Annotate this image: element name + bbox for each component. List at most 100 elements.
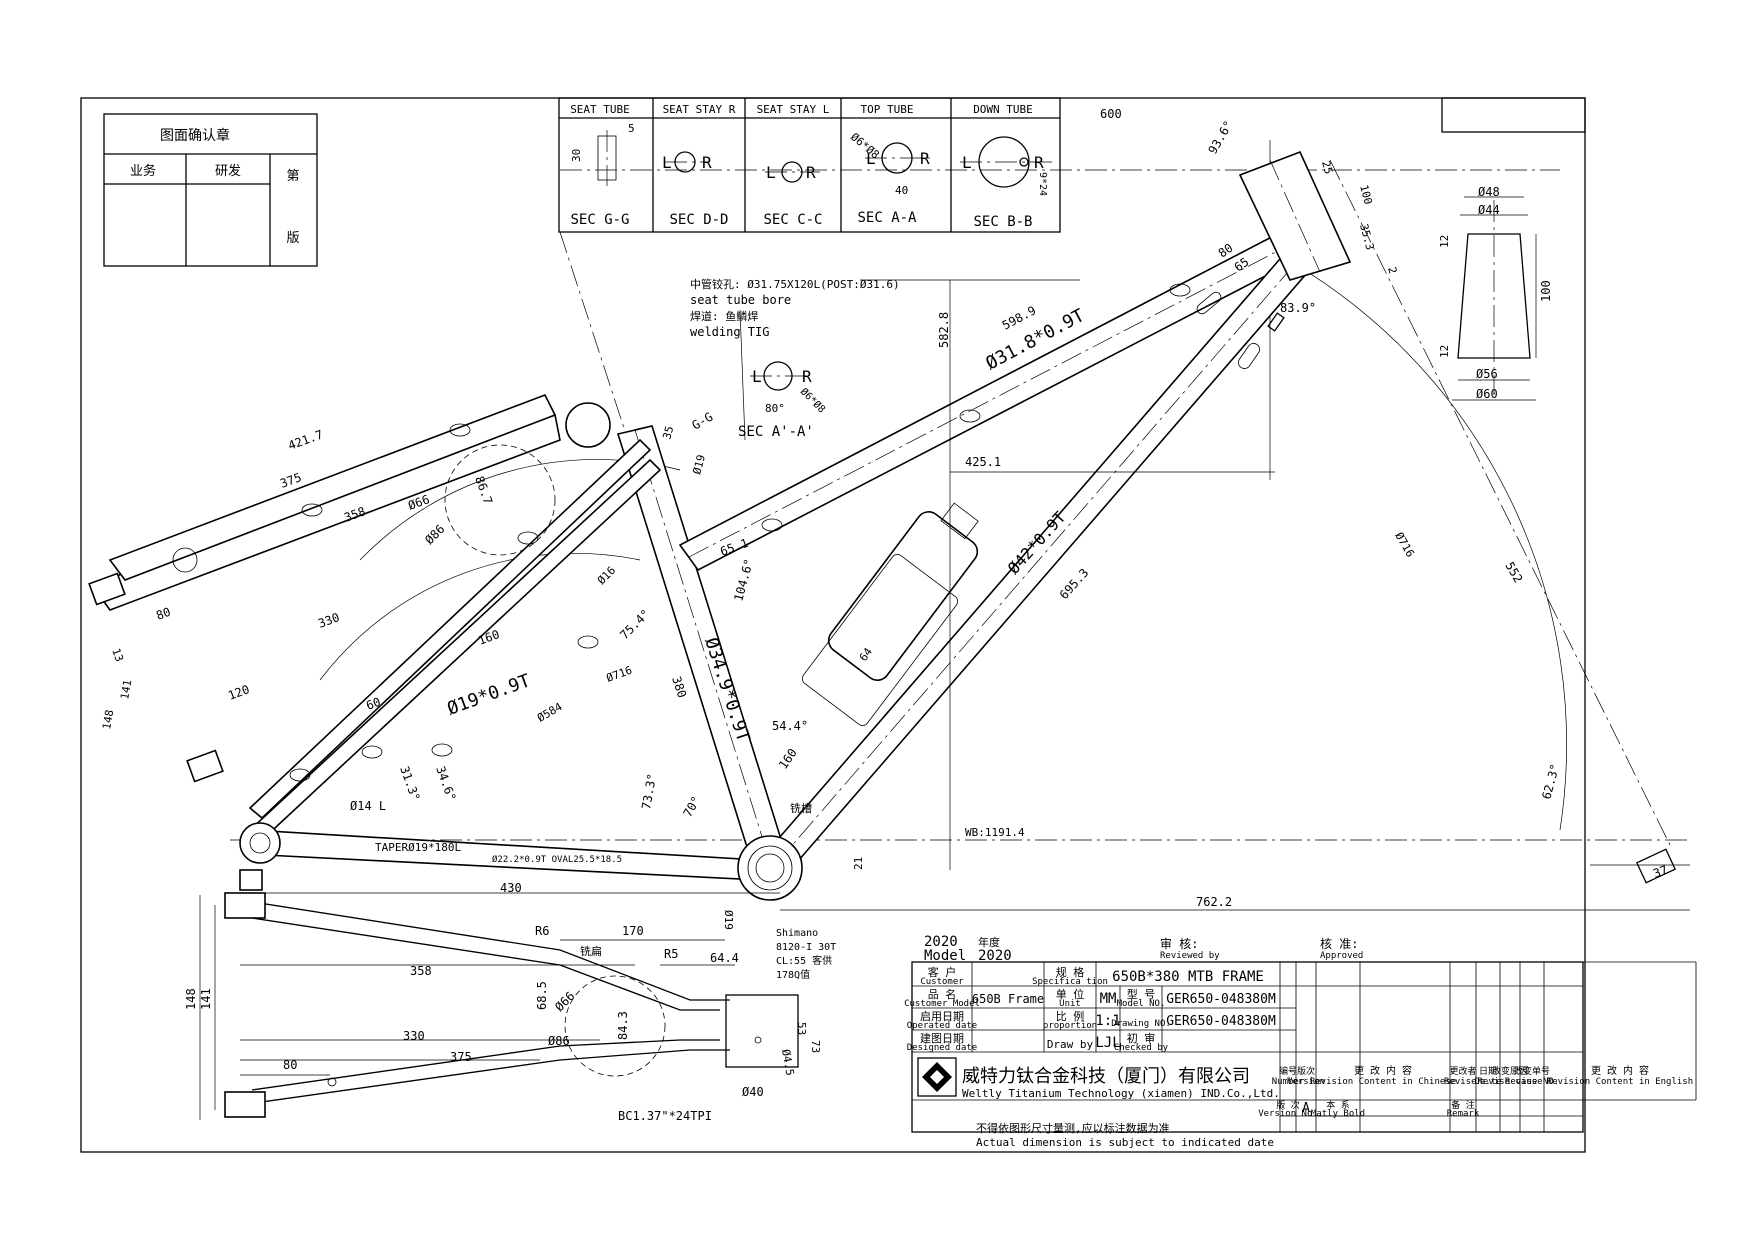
cs-cn: 铣扁 xyxy=(580,944,602,958)
dim-733: 73.3° xyxy=(639,773,659,811)
cs-73: 73 xyxy=(809,1040,822,1053)
tb-checked-cn: 初 审 xyxy=(1127,1031,1156,1045)
sec-aa-r: R xyxy=(920,149,930,168)
tb-desdate-en: Designed date xyxy=(907,1043,977,1053)
stamp-rd: 研发 xyxy=(215,163,241,179)
note-aprime-r: R xyxy=(802,367,812,386)
tb-reviewed-cn: 审 核: xyxy=(1160,936,1198,951)
cs-375: 375 xyxy=(450,1050,472,1064)
stamp-title: 图面确认章 xyxy=(160,127,230,144)
cs-685: 68.5 xyxy=(535,981,549,1010)
tb-opdate-cn: 启用日期 xyxy=(920,1010,964,1023)
tb-rev-reviser-en: Reviser xyxy=(1444,1077,1483,1087)
tb-ver-cn: 版 次 xyxy=(1276,1099,1299,1111)
note-bottom-en: Actual dimension is subject to indicated… xyxy=(976,1136,1274,1149)
dim-380: 380 xyxy=(669,675,689,700)
tb-rev-reviser: 更改者 xyxy=(1449,1065,1476,1077)
cs-170: 170 xyxy=(622,924,644,938)
tb-rev-content-en-en: Revision Content in English xyxy=(1547,1077,1693,1087)
ht-56: Ø56 xyxy=(1476,367,1498,381)
dim-19: Ø19 xyxy=(690,453,708,476)
dim-1046: 104.6° xyxy=(731,557,756,603)
note-seat-bore-en: seat tube bore xyxy=(690,293,791,307)
ht-44: Ø44 xyxy=(1478,203,1500,217)
note-crank-3: CL:55 客供 xyxy=(776,954,832,967)
sec-header-seat-stay-l: SEAT STAY L xyxy=(757,103,830,116)
tb-rev-content-en: 更 改 内 容 xyxy=(1591,1064,1649,1077)
stamp-edition2: 版 xyxy=(286,231,299,246)
sec-cc-l: L xyxy=(766,163,776,182)
tb-prop-cn: 比 例 xyxy=(1056,1009,1085,1023)
ht-100: 100 xyxy=(1539,280,1553,302)
sec-aa-hole: Ø6*Ø8 xyxy=(848,130,882,161)
tb-customer-en: Customer xyxy=(920,977,964,987)
dim-839: 83.9° xyxy=(1280,301,1316,315)
tb-spec-en: Specifica tion xyxy=(1032,977,1108,987)
tb-drawby-value: LJL xyxy=(1095,1035,1120,1051)
dim-160b: 160 xyxy=(776,746,800,772)
sec-header-top-tube: TOP TUBE xyxy=(861,103,914,116)
tb-rev-revno-en: Revise NO. xyxy=(1505,1077,1559,1087)
ht-12a: 12 xyxy=(1438,235,1451,248)
sec-dd-r: R xyxy=(702,153,712,172)
dim-21: 21 xyxy=(852,857,865,870)
dim-358: 358 xyxy=(342,504,367,525)
ht-60: Ø60 xyxy=(1476,387,1498,401)
dim-430: 430 xyxy=(500,881,522,895)
dim-65: 65 xyxy=(1232,255,1252,275)
tb-rev-cause: 改变原因 xyxy=(1492,1065,1528,1077)
dim-oval: Ø22.2*0.9T OVAL25.5*18.5 xyxy=(492,854,622,865)
tb-rev-ver-cn: 版次 xyxy=(1297,1065,1315,1077)
dim-716: Ø716 xyxy=(605,664,634,685)
tb-opdate-en: Operated date xyxy=(907,1021,977,1031)
tb-modelno-en: Model NO. xyxy=(1117,999,1166,1009)
tb-rev-content-cn-en: Revision Content in Chinese xyxy=(1310,1077,1456,1087)
tb-rev-no-en: Number xyxy=(1272,1077,1305,1087)
dim-148: 148 xyxy=(100,709,116,731)
tb-reviewed-en: Reviewed by xyxy=(1160,951,1220,961)
tb-drawby: Draw by xyxy=(1047,1038,1094,1051)
sec-bb-label: SEC B-B xyxy=(973,214,1032,230)
tb-unit-cn: 单 位 xyxy=(1056,987,1085,1001)
sec-gg-dim-5: 5 xyxy=(628,122,635,135)
dim-4251: 425.1 xyxy=(965,455,1001,469)
company-logo xyxy=(917,1057,957,1097)
dim-14l: Ø14 L xyxy=(350,799,386,813)
stamp-business: 业务 xyxy=(130,163,156,179)
dim-16: Ø16 xyxy=(595,564,618,587)
note-crank-4: 178Q值 xyxy=(776,968,810,981)
cs-330: 330 xyxy=(403,1029,425,1043)
ht-48: Ø48 xyxy=(1478,185,1500,199)
dim-867: 86.7 xyxy=(472,474,495,506)
dim-7622: 762.2 xyxy=(1196,895,1232,909)
note-aprime-l: L xyxy=(752,367,762,386)
dim-716r: Ø716 xyxy=(1392,530,1417,559)
tb-modelno-value: GER650-048380M xyxy=(1166,992,1276,1007)
dim-35: 35 xyxy=(660,425,676,441)
cs-66: Ø66 xyxy=(552,989,577,1014)
sec-header-seat-tube: SEAT TUBE xyxy=(570,103,630,116)
tb-unit-en: Unit xyxy=(1059,999,1081,1009)
sec-header-seat-stay-r: SEAT STAY R xyxy=(663,103,736,116)
dim-4217: 421.7 xyxy=(286,427,325,453)
tb-cmodel-en: Customer Model xyxy=(904,999,980,1009)
dim-600: 600 xyxy=(1100,107,1122,121)
dim-gg: G-G xyxy=(690,410,716,433)
dim-60: 60 xyxy=(364,695,382,713)
sec-gg-dim-30: 30 xyxy=(570,149,583,162)
dim-19v: Ø19 xyxy=(722,910,735,930)
tb-rev-content-cn: 更 改 内 容 xyxy=(1354,1064,1412,1077)
dim-70: 70° xyxy=(680,794,703,820)
tb-model-year2: 2020 xyxy=(978,948,1012,964)
dim-330: 330 xyxy=(316,610,341,631)
tb-company-en: Weltly Titanium Technology (xiamen) IND.… xyxy=(962,1087,1280,1100)
dim-86: Ø86 xyxy=(422,522,447,547)
tb-modelno-cn: 型 号 xyxy=(1127,987,1156,1001)
tb-checked-en: Checked by xyxy=(1114,1043,1169,1053)
cs-r6: R6 xyxy=(535,924,549,938)
dim-100: 100 xyxy=(1357,183,1375,206)
tb-drawno-en: Drawing NO. xyxy=(1111,1019,1171,1029)
cs-358: 358 xyxy=(410,964,432,978)
cs-86: Ø86 xyxy=(548,1034,570,1048)
